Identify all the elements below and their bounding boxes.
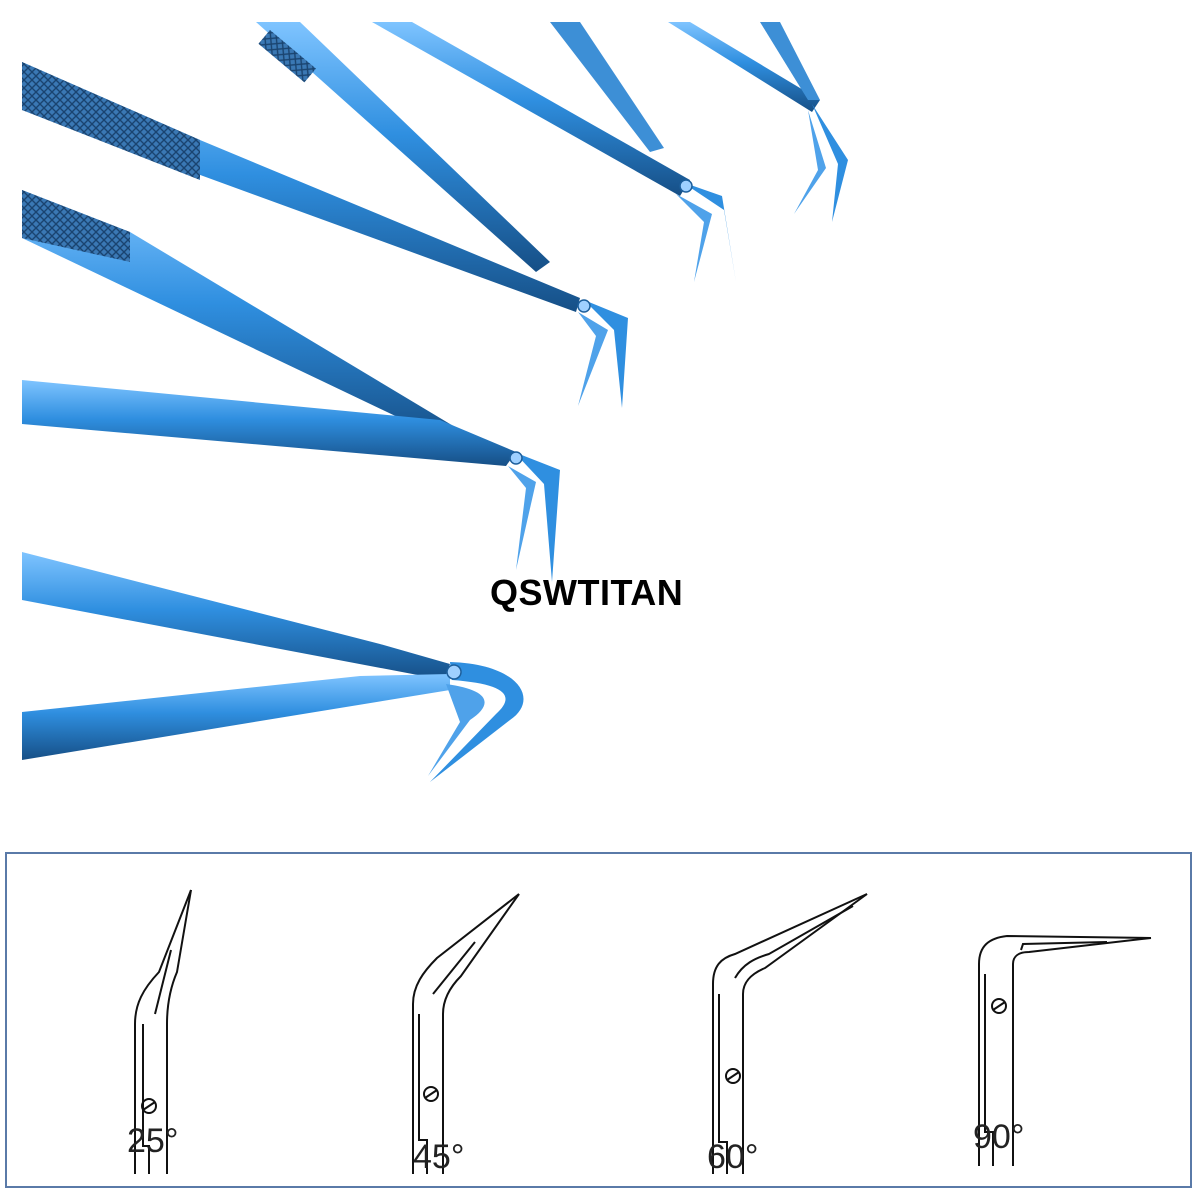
angle-label-25: 25° (127, 1122, 179, 1160)
scissor-instrument-1 (668, 22, 848, 222)
scissors-45-degree-icon (412, 893, 520, 1174)
angle-options-panel: 25° 45° 60° (5, 852, 1192, 1188)
angle-diagram-25: 25° (67, 854, 347, 1190)
scissor-instrument-2 (372, 22, 736, 282)
angle-diagram-60: 60° (657, 854, 937, 1190)
scissors-90-degree-icon (978, 934, 1152, 1166)
scissors-25-degree-icon (134, 889, 192, 1174)
scissor-instrument-5 (22, 552, 524, 782)
angle-label-90: 90° (973, 1118, 1025, 1156)
angle-diagram-90: 90° (937, 854, 1200, 1190)
angle-label-45: 45° (413, 1138, 465, 1176)
product-photo-titanium-scissors (22, 22, 848, 782)
scissors-60-degree-icon (712, 893, 868, 1174)
scissor-instrument-3 (22, 22, 628, 408)
scissor-instrument-4 (22, 190, 560, 582)
angle-label-60: 60° (707, 1138, 759, 1176)
angle-diagram-45: 45° (357, 854, 637, 1190)
brand-watermark: QSWTITAN (490, 572, 684, 613)
